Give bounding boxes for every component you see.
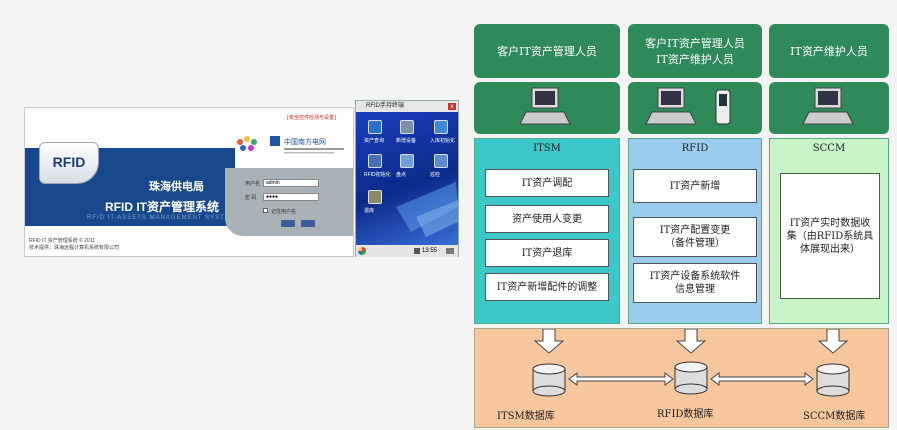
pda-screenshot: RFID手持终端 x 资产查询 新增设备 入库初始化 RFID初始化盘点 巡检退库 13… — [355, 100, 459, 257]
double-arrow-icon — [710, 372, 814, 386]
pda-taskbar: 13:55 — [356, 245, 458, 257]
database-icon — [816, 363, 850, 397]
logo-graphic: 中国南方电网 — [237, 136, 344, 154]
process-box: IT资产退库 — [485, 239, 609, 267]
pda-app-label: 盘点 — [396, 172, 407, 178]
process-box: IT资产新增 — [633, 169, 757, 203]
panel-title: SCCM — [812, 143, 846, 154]
pda-title: RFID手持终端 — [366, 103, 404, 109]
login-button[interactable] — [281, 220, 295, 227]
panel-title: ITSM — [533, 143, 561, 154]
pda-app-icon[interactable] — [400, 154, 414, 168]
computer-icon — [802, 87, 854, 125]
pda-app-icon[interactable] — [368, 154, 382, 168]
pda-app-grid: 资产查询 新增设备 入库初始化 RFID初始化盘点 巡检退库 — [356, 112, 458, 245]
pda-app-label: RFID初始化 — [364, 172, 391, 178]
login-form: 用户名 admin 密 码 ●●●● 记住用户名 — [225, 168, 353, 236]
down-arrow-icon — [533, 329, 565, 354]
pda-app-icon[interactable] — [368, 120, 382, 134]
computer-icon — [519, 87, 571, 125]
partner-logos: 中国南方电网 — [230, 130, 350, 160]
remember-checkbox[interactable] — [263, 208, 268, 213]
pda-app-label: 资产查询 — [364, 138, 385, 144]
double-arrow-icon — [568, 372, 674, 386]
terminal-row-sccm — [769, 82, 889, 134]
process-box: 资产使用人变更 — [485, 205, 609, 233]
system-name: RFID IT资产管理系统 — [105, 200, 219, 214]
pda-app-label: 新增设备 — [396, 138, 417, 144]
panel-title: RFID — [681, 143, 709, 154]
architecture-diagram: 客户IT资产管理人员 客户IT资产管理人员 IT资产维护人员 IT资产维护人员 … — [472, 22, 892, 430]
keyboard-icon[interactable] — [414, 248, 420, 254]
db-label-rfid: RFID数据库 — [657, 409, 714, 420]
username-label: 用户名 — [245, 181, 261, 187]
start-icon[interactable] — [358, 247, 366, 255]
role-itsm-users: 客户IT资产管理人员 — [474, 24, 620, 78]
footer-line-1: RFID IT 资产管理系统 © 2011 — [29, 238, 96, 244]
pda-app-label: 入库初始化 — [430, 138, 456, 144]
db-label-itsm: ITSM数据库 — [497, 411, 555, 422]
terminal-row-rfid — [628, 82, 762, 134]
database-graphics — [532, 329, 850, 397]
system-subtitle: RFID IT ASSETS MANAGEMENT SYSTEM — [87, 215, 236, 221]
panel-itsm: ITSM IT资产调配 资产使用人变更 IT资产退库 IT资产新增配件的调整 — [474, 138, 620, 324]
terminal-row-itsm — [474, 82, 620, 134]
pda-app-icon[interactable] — [434, 120, 448, 134]
process-box: IT资产配置变更 （备件管理） — [633, 217, 757, 257]
username-input[interactable]: admin — [263, 179, 319, 187]
panel-rfid: RFID IT资产新增 IT资产配置变更 （备件管理） IT资产设备系统软件 信… — [628, 138, 762, 324]
login-footer: RFID IT 资产管理系统 © 2011 技术提供：珠海远程计算机系统有限公司 — [29, 238, 119, 252]
security-check-link[interactable]: [安全控件检测与设置] — [287, 115, 336, 121]
close-button[interactable]: x — [448, 103, 456, 110]
database-icon — [674, 361, 708, 395]
brand-text: 中国南方电网 — [284, 137, 326, 146]
clock: 13:55 — [422, 248, 438, 254]
password-label: 密 码 — [245, 195, 257, 201]
footer-line-2: 技术提供：珠海远程计算机系统有限公司 — [29, 245, 120, 251]
pda-background-decoration — [396, 182, 458, 237]
pda-title-bar: RFID手持终端 — [356, 101, 458, 112]
pda-app-label: 巡检 — [430, 172, 441, 178]
battery-icon — [446, 248, 454, 254]
down-arrow-icon — [675, 329, 707, 354]
password-input[interactable]: ●●●● — [263, 193, 319, 201]
panel-sccm: SCCM IT资产实时数据收集（由RFID系统具体展现出来） — [769, 138, 889, 324]
pda-desktop: 资产查询 新增设备 入库初始化 RFID初始化盘点 巡检退库 — [356, 112, 458, 245]
reset-button[interactable] — [301, 220, 315, 227]
process-box: IT资产调配 — [485, 169, 609, 197]
role-rfid-users: 客户IT资产管理人员 IT资产维护人员 — [628, 24, 762, 78]
login-screenshot: [安全控件检测与设置] 中国南方电网 RFID 珠海供电局 RFID IT资产管… — [24, 107, 354, 257]
database-area: ITSM数据库 RFID数据库 SCCM数据库 — [474, 328, 889, 428]
org-name: 珠海供电局 — [149, 181, 204, 193]
process-box: IT资产新增配件的调整 — [485, 273, 609, 301]
process-box: IT资产实时数据收集（由RFID系统具体展现出来） — [780, 173, 880, 299]
rfid-badge: RFID — [39, 142, 99, 184]
role-sccm-users: IT资产维护人员 — [769, 24, 889, 78]
remember-label: 记住用户名 — [271, 209, 297, 215]
pda-app-icon[interactable] — [368, 190, 382, 204]
process-box: IT资产设备系统软件 信息管理 — [633, 263, 757, 303]
pda-app-label: 退库 — [364, 208, 375, 214]
down-arrow-icon — [817, 329, 849, 354]
db-label-sccm: SCCM数据库 — [803, 411, 866, 422]
database-icon — [532, 363, 566, 397]
pda-app-icon[interactable] — [434, 154, 448, 168]
pda-app-icon[interactable] — [400, 120, 414, 134]
computer-and-handheld-icon — [645, 87, 731, 125]
